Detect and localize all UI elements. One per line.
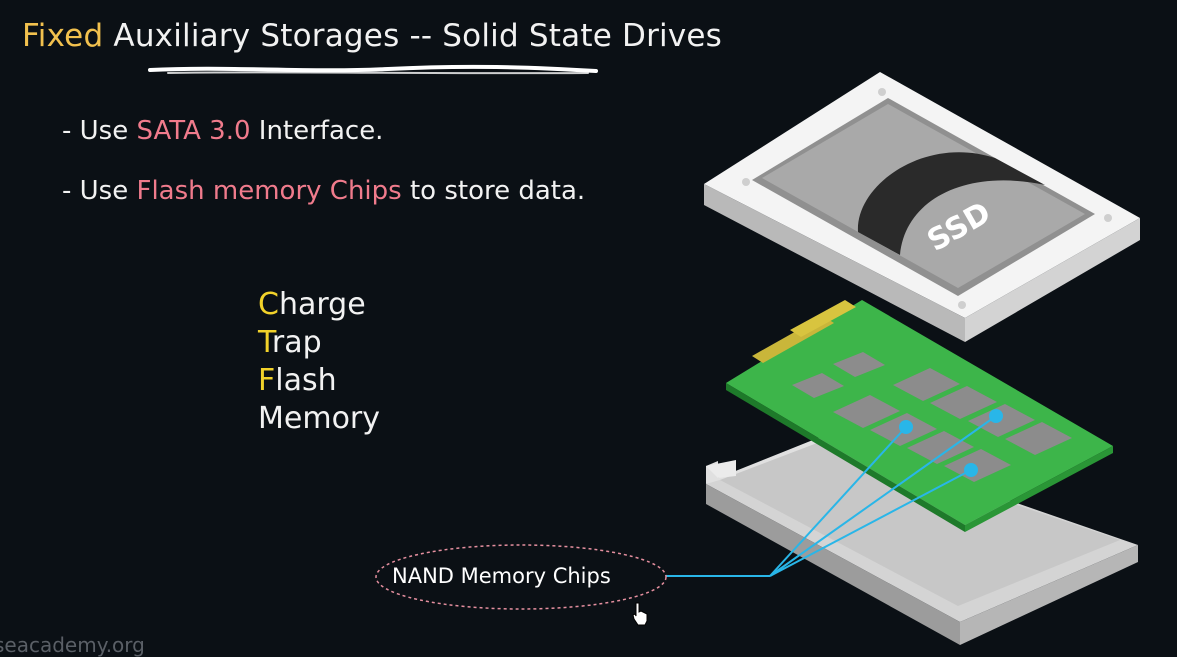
title-underline bbox=[148, 64, 598, 75]
bullet-sata: - Use SATA 3.0 Interface. bbox=[62, 116, 384, 146]
acronym-line-memory: Memory bbox=[258, 401, 381, 436]
ssd-circuit-board bbox=[726, 300, 1113, 532]
ssd-top-case: SSD bbox=[704, 72, 1140, 342]
title-accent: Fixed bbox=[22, 18, 104, 54]
ssd-bottom-tray bbox=[706, 436, 1138, 645]
ctf-acronym: Charge Trap Flash Memory bbox=[258, 286, 380, 438]
callout-ellipse bbox=[375, 544, 667, 610]
highlight-sata: SATA 3.0 bbox=[136, 116, 251, 146]
nand-callout-lines bbox=[666, 415, 997, 577]
nand-callout-label: NAND Memory Chips bbox=[392, 564, 611, 588]
acronym-line-charge: Charge bbox=[258, 287, 366, 322]
bullet-flash: - Use Flash memory Chips to store data. bbox=[62, 176, 586, 206]
mouse-pointer-icon bbox=[632, 602, 648, 626]
highlight-flash: Flash memory Chips bbox=[136, 176, 402, 206]
title-text: Auxiliary Storages -- Solid State Drives bbox=[113, 18, 723, 54]
acronym-line-flash: Flash bbox=[258, 363, 337, 398]
page-title: Fixed Auxiliary Storages -- Solid State … bbox=[22, 18, 722, 54]
watermark: seacademy.org bbox=[0, 633, 145, 657]
acronym-line-trap: Trap bbox=[258, 325, 322, 360]
nand-callout-dots bbox=[899, 409, 1003, 477]
